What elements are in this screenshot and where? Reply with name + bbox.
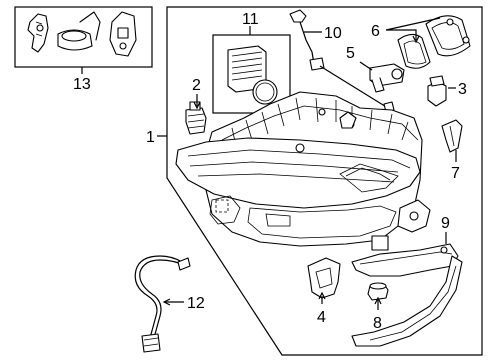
- grommet-part-8: [367, 282, 389, 301]
- callout-3: 3: [458, 81, 467, 98]
- trim-strip-part-9: [351, 243, 463, 347]
- callout-2: 2: [192, 77, 201, 94]
- callout-5: 5: [346, 45, 355, 62]
- inset-box-11: [212, 34, 291, 114]
- bracket-set-part-13: [27, 11, 137, 57]
- callout-1: 1: [146, 129, 155, 146]
- leader-lines: [81, 17, 457, 310]
- callout-4: 4: [317, 309, 326, 326]
- control-module-part-11: [227, 45, 278, 105]
- callout-10: 10: [324, 25, 342, 42]
- headlamp-body-part-1: [175, 91, 431, 251]
- inset-box-13: [14, 6, 153, 68]
- bulb-part-2: [185, 101, 207, 135]
- cover-and-seal-part-6: [397, 15, 471, 69]
- callout-9: 9: [441, 215, 450, 232]
- bracket-part-7: [441, 119, 463, 153]
- wire-harness-part-12: [134, 255, 191, 353]
- callout-7: 7: [451, 165, 460, 182]
- callout-13: 13: [73, 76, 91, 93]
- leveling-motor-part-5: [369, 63, 405, 93]
- clip-part-4: [307, 257, 341, 299]
- main-assembly-frame: [166, 6, 483, 356]
- socket-part-3: [427, 75, 447, 107]
- callout-12: 12: [187, 295, 205, 312]
- callout-11: 11: [242, 11, 259, 28]
- callout-8: 8: [373, 315, 382, 332]
- callout-6: 6: [371, 23, 380, 40]
